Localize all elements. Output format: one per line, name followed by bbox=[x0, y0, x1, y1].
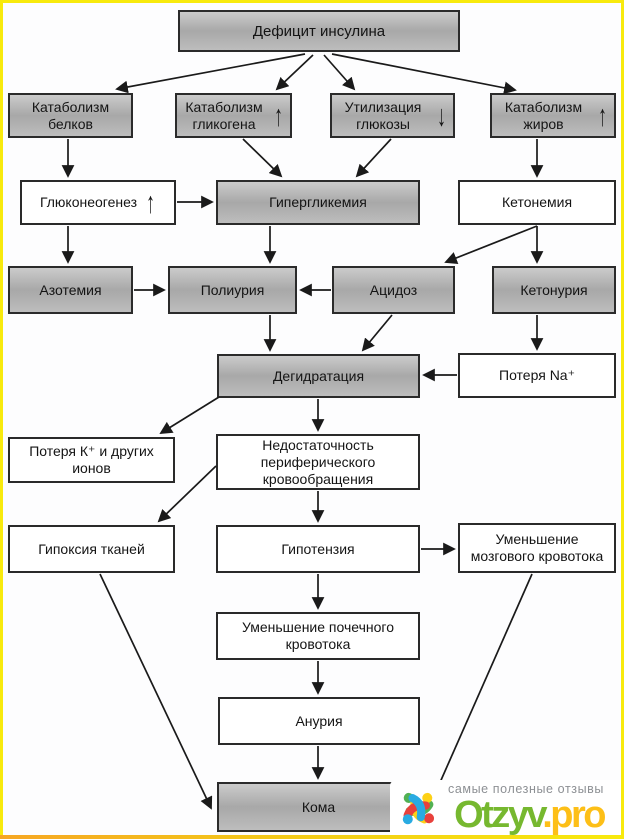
node-label: Гипотензия bbox=[281, 540, 355, 557]
connector-line bbox=[331, 53, 517, 95]
node-label: Уменьшение почечного кровотока bbox=[241, 619, 395, 652]
node-dehydration: Дегидратация bbox=[217, 354, 420, 398]
node-glucose-utilization: Утилизация глюкозы ↓ bbox=[330, 93, 455, 138]
node-label: Азотемия bbox=[39, 281, 102, 298]
otzyv-watermark[interactable]: самые полезные отзывы Otzyv.pro bbox=[390, 780, 621, 836]
brand-name: Otzyv bbox=[454, 794, 545, 836]
connector-line bbox=[444, 225, 538, 264]
node-label: Катаболизм гликогена bbox=[185, 98, 263, 132]
node-label: Глюконеогенез bbox=[39, 194, 138, 210]
node-label: Кетонурия bbox=[520, 281, 588, 298]
node-protein-catabolism: Катаболизм белков bbox=[8, 93, 133, 138]
node-azotemia: Азотемия bbox=[8, 266, 133, 314]
node-tissue-hypoxia: Гипоксия тканей bbox=[8, 525, 175, 573]
node-polyuria: Полиурия bbox=[168, 266, 297, 314]
node-coma: Кома bbox=[217, 782, 420, 832]
node-label: Анурия bbox=[295, 712, 343, 729]
brand-tld: .pro bbox=[542, 794, 606, 836]
watermark-text: самые полезные отзывы Otzyv.pro bbox=[448, 783, 607, 836]
node-ketonuria: Кетонурия bbox=[492, 266, 616, 314]
node-label: Катаболизм жиров bbox=[504, 98, 583, 132]
node-label: Полиурия bbox=[200, 281, 265, 298]
connector-line bbox=[115, 53, 306, 94]
node-label: Дефицит инсулина bbox=[252, 22, 386, 40]
node-ketonemia: Кетонемия bbox=[458, 180, 616, 225]
node-label: Гипергликемия bbox=[269, 194, 367, 210]
node-label: Потеря К⁺ и других ионов bbox=[29, 443, 154, 476]
up-arrow-icon: ↑ bbox=[598, 97, 607, 132]
node-label: Дегидратация bbox=[272, 367, 365, 384]
node-label: Кетонемия bbox=[501, 194, 573, 210]
connector-line bbox=[242, 138, 283, 178]
node-label: Кома bbox=[301, 798, 336, 815]
node-label: Утилизация глюкозы bbox=[344, 98, 422, 132]
node-gluconeogenesis: Глюконеогенез ↑ bbox=[20, 180, 176, 225]
node-cerebral-blood-flow-decrease: Уменьшение мозгового кровотока bbox=[458, 523, 616, 573]
node-label: Уменьшение мозгового кровотока bbox=[470, 531, 604, 564]
connector-line bbox=[355, 138, 392, 178]
up-arrow-icon: ↑ bbox=[146, 184, 155, 219]
connector-line bbox=[275, 54, 314, 91]
connector-line bbox=[323, 54, 356, 91]
node-fat-catabolism: Катаболизм жиров ↑ bbox=[490, 93, 616, 138]
node-potassium-loss: Потеря К⁺ и других ионов bbox=[8, 437, 175, 483]
node-hypotension: Гипотензия bbox=[216, 525, 420, 573]
watermark-brand: Otzyv.pro bbox=[454, 794, 606, 836]
connector-line bbox=[361, 314, 393, 352]
node-peripheral-circulatory-insufficiency: Недостаточность периферического кровообр… bbox=[216, 434, 420, 490]
node-label: Ацидоз bbox=[369, 281, 418, 298]
otzyv-logo-icon bbox=[392, 783, 444, 835]
node-anuria: Анурия bbox=[218, 697, 420, 745]
down-arrow-icon: ↓ bbox=[437, 97, 446, 132]
node-label: Катаболизм белков bbox=[31, 98, 110, 132]
node-label: Недостаточность периферического кровообр… bbox=[260, 436, 376, 487]
connector-line bbox=[437, 573, 533, 788]
connector-line bbox=[99, 573, 213, 810]
node-insulin-deficit: Дефицит инсулина bbox=[178, 10, 460, 52]
up-arrow-icon: ↑ bbox=[274, 97, 283, 132]
node-renal-blood-flow-decrease: Уменьшение почечного кровотока bbox=[216, 612, 420, 660]
node-hyperglycemia: Гипергликемия bbox=[216, 180, 420, 225]
node-glycogen-catabolism: Катаболизм гликогена ↑ bbox=[175, 93, 292, 138]
connector-line bbox=[159, 396, 220, 435]
node-label: Гипоксия тканей bbox=[38, 540, 145, 557]
node-label: Потеря Na⁺ bbox=[499, 367, 575, 383]
node-sodium-loss: Потеря Na⁺ bbox=[458, 353, 616, 398]
node-acidosis: Ацидоз bbox=[332, 266, 455, 314]
